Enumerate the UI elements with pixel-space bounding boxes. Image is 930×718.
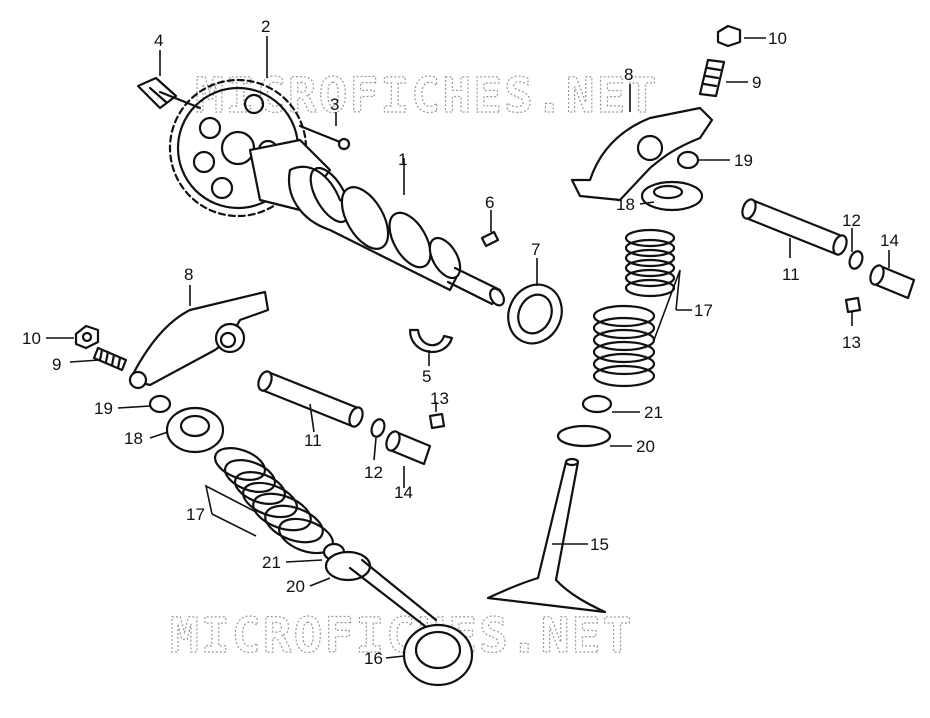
valve-cotter-right [581,394,613,414]
callout-21-left: 21 [262,553,281,572]
lock-nut-right [716,24,742,48]
rocker-shaft-left [257,370,364,428]
bolt-13-right [844,296,862,314]
adjusting-screw-left [92,346,128,372]
sprocket-bolt [136,76,202,110]
valve-cap-left [148,394,172,414]
callout-21-right: 21 [644,403,663,422]
callout-8-left: 8 [184,265,193,284]
callout-10-right: 10 [768,29,787,48]
callout-18-right: 18 [616,195,635,214]
valve-cap-right [676,150,700,170]
callout-11-left: 11 [304,431,322,450]
watermark-bottom: MICROFICHES.NET [170,608,633,664]
callout-17-left: 17 [186,505,205,524]
callout-14-left: 14 [394,483,413,502]
watermark-top: MICROFICHES.NET [195,68,658,124]
rocker-arm-right [570,106,714,202]
callout-4: 4 [154,31,163,50]
o-ring-right [848,250,864,270]
pin-6 [480,230,500,248]
spring-seat-left [324,550,372,582]
spring-seat-right [556,424,612,448]
callout-12-right: 12 [842,211,861,230]
callout-8-right: 8 [624,65,633,84]
callout-15: 15 [590,535,609,554]
callout-13-right: 13 [842,333,861,352]
callout-2: 2 [261,17,270,36]
callout-13-left: 13 [430,389,449,408]
camshaft [248,138,505,307]
valve-springs-left [214,447,334,555]
half-ring [408,328,454,353]
spring-retainer-right [640,180,704,212]
callout-19-left: 19 [94,399,113,418]
callout-3: 3 [330,95,339,114]
adjusting-screw-right [698,58,726,98]
callout-18-left: 18 [124,429,143,448]
callout-6: 6 [485,193,494,212]
exhaust-valve [348,558,474,687]
o-ring-left [370,418,386,438]
callout-7: 7 [531,240,540,259]
dowel-pin-3 [298,124,351,151]
intake-valve [486,457,607,614]
rocker-arm-left [128,290,270,390]
callout-12-left: 12 [364,463,383,482]
callout-20-left: 20 [286,577,305,596]
callout-20-right: 20 [636,437,655,456]
callout-5: 5 [422,367,431,386]
callout-1: 1 [398,150,407,169]
shaft-cap-left [385,430,432,466]
leader-lines [46,36,890,659]
callout-17-right: 17 [694,301,713,320]
spring-retainer-left [165,406,225,454]
lock-nut-left [74,324,100,350]
callout-10-left: 10 [22,329,41,348]
oil-seal [507,283,563,345]
callout-16: 16 [364,649,383,668]
callout-14-right: 14 [880,231,899,250]
callout-9-left: 9 [52,355,61,374]
shaft-cap-right [869,264,916,300]
callout-11-right: 11 [782,265,800,284]
callout-9-right: 9 [752,73,761,92]
callout-19-right: 19 [734,151,753,170]
valve-springs-right [592,228,676,388]
callout-labels: 4 2 3 1 6 7 5 8 10 9 19 18 11 13 12 14 1… [22,17,899,668]
rocker-shaft-right [741,198,848,256]
bolt-13-left [428,412,446,430]
